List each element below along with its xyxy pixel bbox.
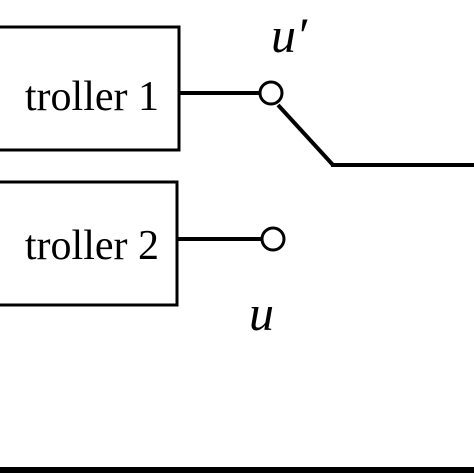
controller-1-box (0, 25, 181, 152)
upper-switch-terminal (258, 80, 284, 106)
signal-label-u: u (249, 285, 274, 341)
signal-label-u-prime: u′ (271, 7, 308, 63)
controller-1-label: troller 1 (25, 74, 159, 120)
controller-2-block: troller 2 (0, 180, 179, 307)
lower-switch-terminal (260, 226, 286, 252)
controller-2-label: troller 2 (25, 223, 159, 269)
controller-1-block: troller 1 (0, 25, 181, 152)
controller-2-box (0, 180, 179, 307)
switch-blade (276, 103, 335, 167)
